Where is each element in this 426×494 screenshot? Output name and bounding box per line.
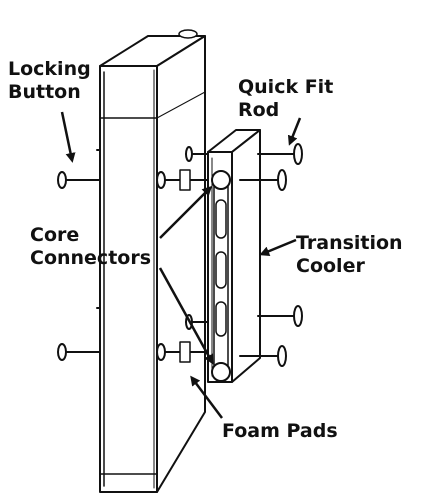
locking-button-upper — [57, 149, 101, 189]
locking-button-lower — [57, 307, 101, 361]
transition-cooler-arrow — [259, 238, 297, 256]
quick-fit-rod-upper — [239, 143, 303, 191]
label-transition-cooler: Transition Cooler — [296, 232, 403, 277]
label-locking-button: Locking Button — [8, 58, 91, 103]
quick-fit-rod-arrow — [287, 117, 302, 146]
label-foam-pads: Foam Pads — [222, 420, 338, 442]
core-connector-arrow-upper — [159, 185, 213, 239]
label-core-connectors: Core Connectors — [30, 224, 152, 269]
core-connector-arrow-lower — [158, 267, 214, 365]
quick-fit-rod-lower — [239, 305, 303, 367]
foam-pads-arrow — [190, 375, 223, 419]
label-quick-fit-rod: Quick Fit Rod — [238, 76, 334, 121]
locking-button-arrow — [60, 111, 76, 163]
foam-pad-lower — [179, 341, 191, 363]
foam-pad-upper — [179, 169, 191, 191]
transition-cooler — [207, 129, 261, 383]
